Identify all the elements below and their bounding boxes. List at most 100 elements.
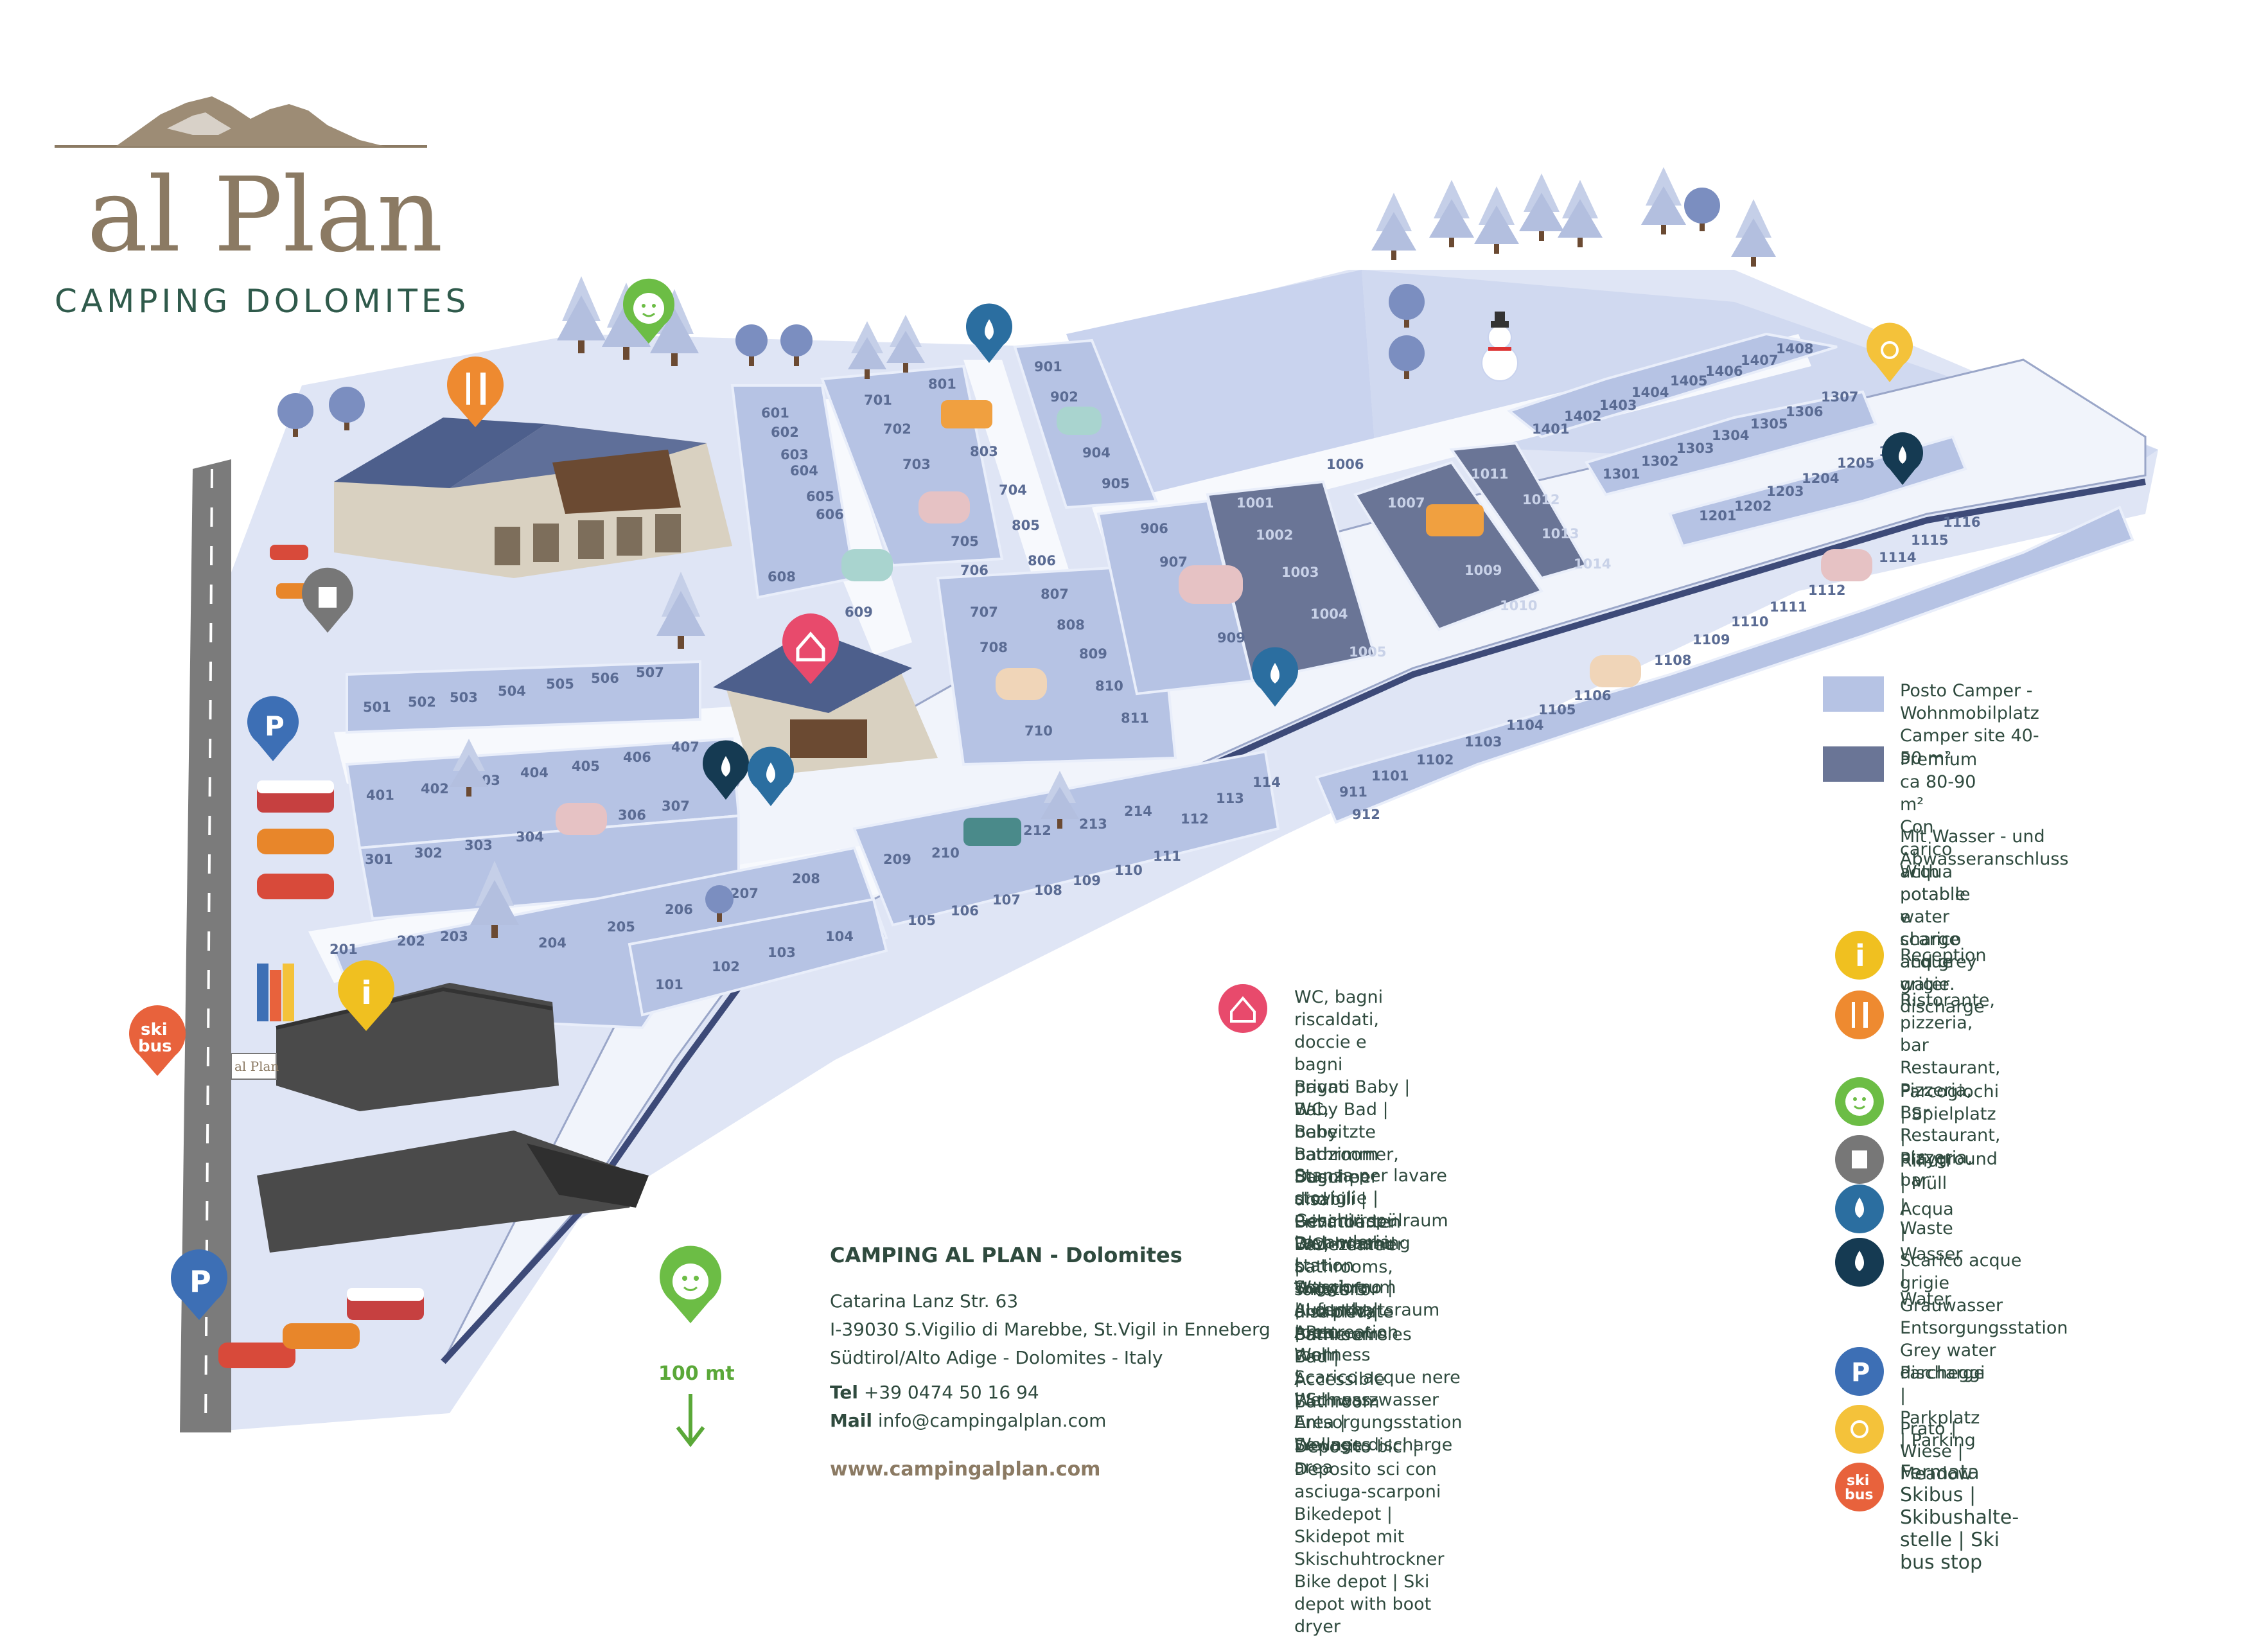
plot-1105: 1105 (1538, 702, 1576, 718)
plot-1010: 1010 (1500, 598, 1537, 613)
plot-306: 306 (618, 807, 646, 823)
contact-address-2: I-39030 S.Vigilio di Marebbe, St.Vigil i… (830, 1319, 1270, 1340)
playground-icon (1835, 1077, 1884, 1126)
pine-tree (1371, 193, 1416, 260)
greywater-icon (1835, 1238, 1884, 1287)
plot-502: 502 (408, 694, 436, 710)
plot-909: 909 (1217, 630, 1245, 646)
svg-text:P: P (189, 1264, 211, 1299)
plot-601: 601 (761, 405, 789, 421)
svg-text:i: i (1855, 938, 1865, 973)
pine-tree (1474, 186, 1519, 254)
pine-tree (557, 276, 606, 353)
plot-108: 108 (1034, 883, 1062, 898)
wc-pin (782, 613, 839, 684)
pine-tree (450, 739, 488, 797)
contact-mail[interactable]: info@campingalplan.com (877, 1410, 1107, 1431)
plot-811: 811 (1121, 710, 1149, 726)
plot-501: 501 (363, 700, 391, 715)
plot-807: 807 (1041, 586, 1069, 602)
plot-405: 405 (572, 759, 600, 774)
plot-203: 203 (440, 929, 468, 944)
plot-1203: 1203 (1766, 484, 1804, 499)
plot-602: 602 (771, 425, 799, 440)
playground-pin (623, 278, 674, 344)
plot-1305: 1305 (1750, 416, 1788, 432)
round-tree (1389, 284, 1425, 328)
van (257, 780, 334, 813)
svg-text:P: P (265, 710, 285, 742)
plot-1115: 1115 (1911, 533, 1948, 548)
pine-tree (848, 321, 886, 379)
plot-blocks-standard (332, 332, 2134, 1030)
plot-1407: 1407 (1741, 353, 1778, 368)
plot-103: 103 (768, 945, 796, 960)
caravan (919, 491, 970, 524)
waste-pin (302, 567, 353, 633)
plot-209: 209 (883, 852, 911, 867)
plot-214: 214 (1124, 804, 1152, 819)
plot-1404: 1404 (1631, 385, 1669, 400)
plot-901: 901 (1034, 359, 1062, 374)
plot-206: 206 (665, 902, 693, 917)
legend-greywater: Scarico acque grigie Grauwasser Entsorgu… (1900, 1251, 2068, 1383)
legend-playground: Parcogiochi | Spielplatz | Playground (1900, 1082, 2000, 1169)
legend-swatch-standard (1823, 676, 1884, 712)
map-pins: P P i ski bus 100 mt (129, 278, 1923, 1447)
plot-1003: 1003 (1281, 565, 1319, 580)
van (347, 1288, 424, 1320)
plot-907: 907 (1159, 554, 1188, 570)
legend-skibus: Fermata Skibus | Skibushalte- stelle | S… (1900, 1461, 2019, 1574)
plot-904: 904 (1082, 445, 1111, 461)
meadow-icon (1835, 1405, 1884, 1454)
contact-mail-row: Mail info@campingalplan.com (830, 1407, 1305, 1435)
legend-parking: Parcheggi | Parkplatz | Parking (1900, 1363, 1985, 1450)
caravan (841, 549, 893, 581)
garage-entrance (257, 1131, 649, 1253)
pine-tree (1641, 167, 1686, 234)
plot-1106: 1106 (1574, 688, 1611, 703)
plot-1202: 1202 (1734, 498, 1771, 514)
plot-1007: 1007 (1387, 495, 1425, 511)
plot-102: 102 (712, 959, 740, 974)
greywater-pin (703, 740, 749, 800)
plot-202: 202 (397, 933, 425, 949)
plot-1102: 1102 (1416, 752, 1454, 768)
pine-tree (886, 315, 925, 373)
plot-1111: 1111 (1770, 599, 1807, 615)
plot-506: 506 (591, 671, 619, 686)
plot-905: 905 (1102, 476, 1130, 491)
plot-1110: 1110 (1731, 614, 1768, 630)
facility-wc: WC, bagni riscaldati, doccie e bagni pri… (1294, 987, 1399, 1344)
plot-906: 906 (1140, 521, 1168, 536)
plot-808: 808 (1057, 617, 1085, 633)
reception-building: al Plan (231, 964, 559, 1111)
legend-meadow: Prato | Wiese | Meadow (1900, 1419, 1973, 1484)
plot-1116: 1116 (1943, 515, 1980, 530)
facility-baby: Bagno Baby | Baby Bad | Baby bathroom Ba… (1294, 1077, 1412, 1412)
plot-1012: 1012 (1522, 492, 1560, 507)
plot-703: 703 (902, 457, 931, 472)
legend-plot-premium: Premium ca 80-90 m² Con carico acqua pot… (1900, 750, 1978, 994)
contact-tel[interactable]: +39 0474 50 16 94 (863, 1382, 1039, 1403)
plot-304: 304 (516, 829, 544, 845)
contact-address-1: Catarina Lanz Str. 63 (830, 1290, 1019, 1312)
round-tree (1389, 335, 1425, 379)
plot-303: 303 (464, 838, 493, 853)
car (257, 829, 334, 854)
plot-blocks-premium (1206, 441, 1589, 683)
plot-402: 402 (421, 781, 449, 797)
reception-icon: i (1835, 931, 1884, 980)
playground-pin-external (660, 1246, 721, 1323)
plot-101: 101 (655, 977, 683, 992)
plot-1101: 1101 (1371, 768, 1409, 784)
legend-swatch-premium (1823, 746, 1884, 782)
svg-text:bus: bus (138, 1037, 172, 1056)
plot-809: 809 (1079, 646, 1107, 662)
contact-website[interactable]: www.campingalplan.com (830, 1458, 1101, 1481)
plot-1011: 1011 (1471, 466, 1508, 482)
plot-1302: 1302 (1641, 454, 1678, 469)
plot-212: 212 (1023, 823, 1051, 838)
contact-title: CAMPING AL PLAN - Dolomites (830, 1243, 1182, 1267)
plot-504: 504 (498, 683, 526, 699)
